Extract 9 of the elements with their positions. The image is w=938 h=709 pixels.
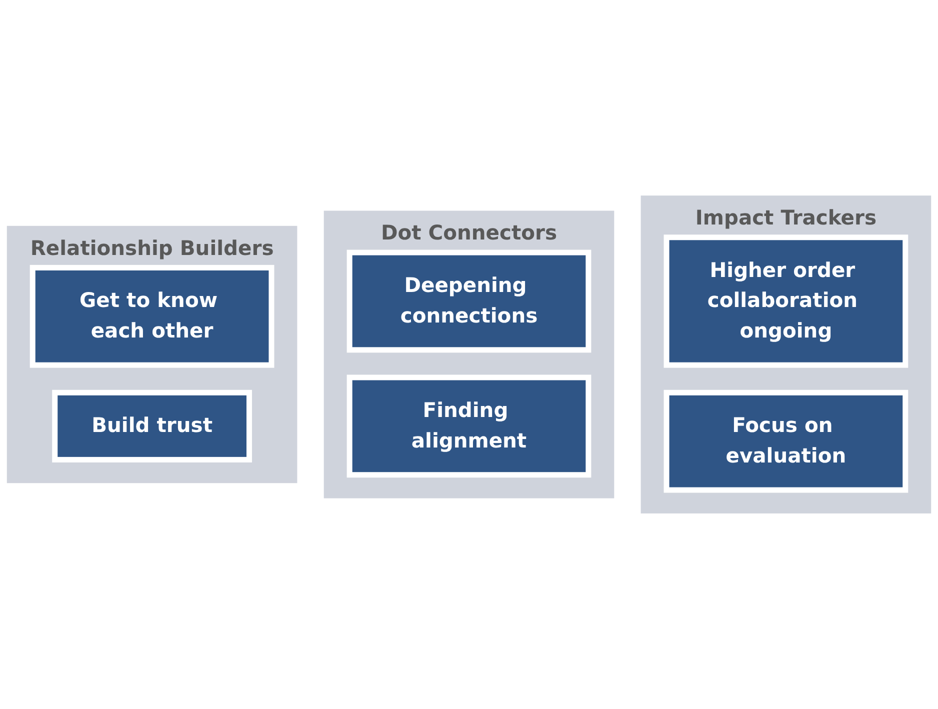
node-box [664,234,908,368]
node-box [346,374,592,478]
cluster [324,210,614,498]
node-box [346,250,592,353]
node-box [30,264,274,368]
node-box [664,390,908,493]
node-box [52,390,252,462]
cluster [640,196,932,514]
cluster [6,226,298,484]
